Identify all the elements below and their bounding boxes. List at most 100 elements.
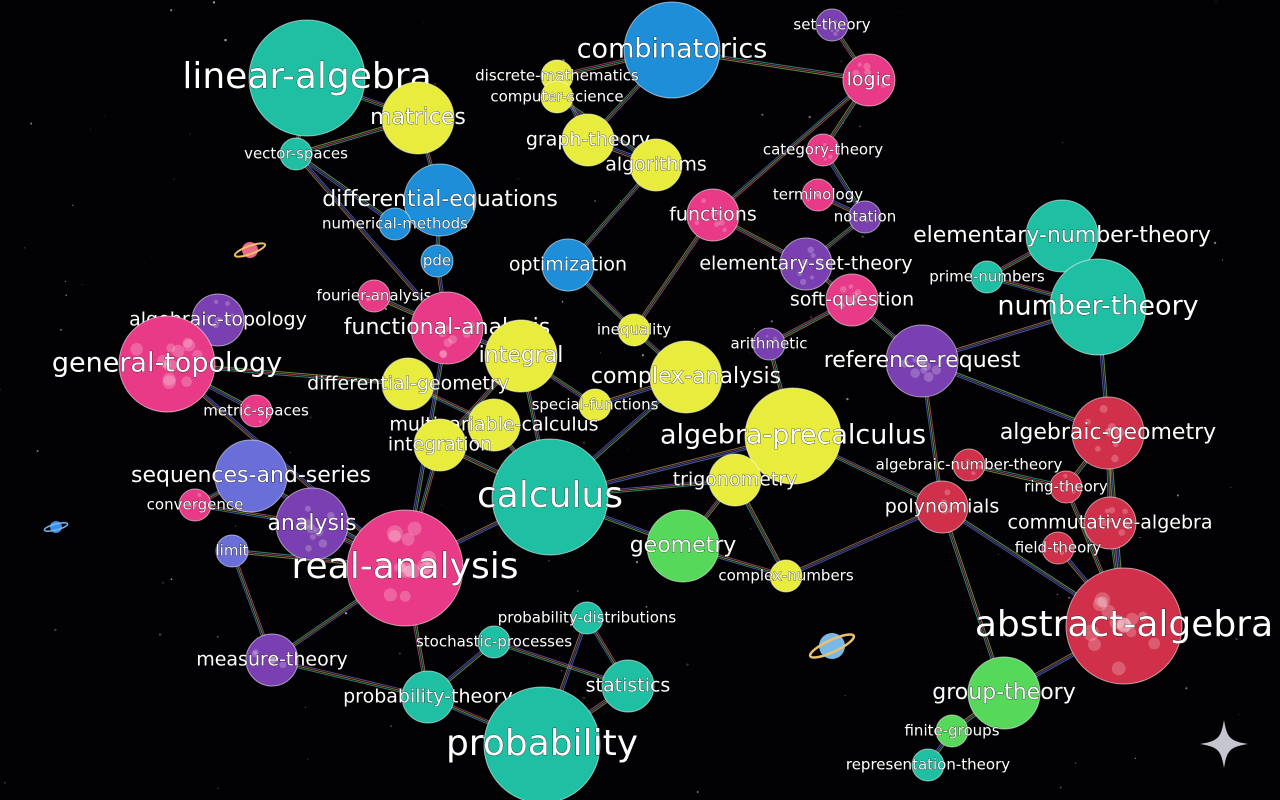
node-algorithms[interactable]: algorithms (605, 138, 707, 192)
node-circle[interactable] (578, 388, 612, 422)
node-circle[interactable] (1065, 567, 1183, 685)
node-set-theory[interactable]: set-theory (793, 8, 871, 42)
node-algebraic-number-theory[interactable]: algebraic-number-theory (875, 448, 1063, 482)
node-trigonometry[interactable]: trigonometry (672, 453, 798, 507)
node-circle[interactable] (1025, 199, 1099, 273)
node-computer-science[interactable]: computer-science (490, 80, 624, 114)
node-circle[interactable] (477, 625, 511, 659)
node-finite-groups[interactable]: finite-groups (904, 714, 1000, 748)
node-circle[interactable] (178, 488, 212, 522)
node-circle[interactable] (248, 19, 366, 137)
node-metric-spaces[interactable]: metric-spaces (203, 394, 309, 428)
node-circle[interactable] (617, 313, 651, 347)
node-circle[interactable] (215, 534, 249, 568)
node-measure-theory[interactable]: measure-theory (196, 633, 348, 687)
node-circle[interactable] (1071, 396, 1145, 470)
node-analysis[interactable]: analysis (267, 487, 357, 561)
node-graph-theory[interactable]: graph-theory (526, 113, 650, 167)
node-statistics[interactable]: statistics (585, 659, 671, 713)
node-circle[interactable] (420, 244, 454, 278)
node-probability[interactable]: probability (446, 686, 638, 800)
node-circle[interactable] (601, 659, 655, 713)
node-circle[interactable] (708, 453, 762, 507)
node-matrices[interactable]: matrices (370, 81, 466, 155)
node-circle[interactable] (491, 438, 609, 556)
node-circle[interactable] (842, 53, 896, 107)
node-real-analysis[interactable]: real-analysis (291, 509, 519, 627)
node-differential-equations[interactable]: differential-equations (322, 163, 558, 237)
node-circle[interactable] (410, 291, 484, 365)
node-special-functions[interactable]: special-functions (531, 388, 659, 422)
node-group-theory[interactable]: group-theory (932, 656, 1076, 730)
node-terminology[interactable]: terminology (773, 178, 864, 212)
node-circle[interactable] (540, 80, 574, 114)
node-inequality[interactable]: inequality (597, 313, 672, 347)
node-circle[interactable] (214, 439, 288, 513)
node-circle[interactable] (1049, 470, 1083, 504)
node-soft-question[interactable]: soft-question (790, 273, 914, 327)
node-number-theory[interactable]: number-theory (997, 258, 1199, 356)
node-abstract-algebra[interactable]: abstract-algebra (975, 567, 1273, 685)
node-combinatorics[interactable]: combinatorics (576, 1, 768, 99)
node-circle[interactable] (570, 601, 604, 635)
node-prime-numbers[interactable]: prime-numbers (929, 260, 1045, 294)
node-fourier-analysis[interactable]: fourier-analysis (316, 279, 432, 313)
node-arithmetic[interactable]: arithmetic (730, 327, 808, 361)
node-circle[interactable] (484, 319, 558, 393)
node-circle[interactable] (952, 448, 986, 482)
node-circle[interactable] (483, 686, 601, 800)
node-circle[interactable] (239, 394, 273, 428)
node-general-topology[interactable]: general-topology (52, 315, 282, 413)
node-category-theory[interactable]: category-theory (763, 133, 884, 167)
node-circle[interactable] (649, 340, 723, 414)
node-optimization[interactable]: optimization (509, 238, 627, 292)
node-circle[interactable] (275, 487, 349, 561)
node-circle[interactable] (815, 8, 849, 42)
node-circle[interactable] (413, 418, 467, 472)
node-reference-request[interactable]: reference-request (823, 324, 1021, 398)
node-functions[interactable]: functions (669, 188, 757, 242)
node-probability-distributions[interactable]: probability-distributions (497, 601, 677, 635)
node-circle[interactable] (885, 324, 959, 398)
node-circle[interactable] (346, 509, 464, 627)
node-integral[interactable]: integral (478, 319, 564, 393)
node-elementary-number-theory[interactable]: elementary-number-theory (913, 199, 1211, 273)
node-elementary-set-theory[interactable]: elementary-set-theory (699, 237, 913, 291)
node-circle[interactable] (381, 357, 435, 411)
node-calculus[interactable]: calculus (477, 438, 623, 556)
node-circle[interactable] (1041, 531, 1075, 565)
node-stochastic-processes[interactable]: stochastic-processes (416, 625, 572, 659)
node-circle[interactable] (541, 238, 595, 292)
node-sequences-and-series[interactable]: sequences-and-series (131, 439, 371, 513)
node-circle[interactable] (967, 656, 1041, 730)
node-circle[interactable] (381, 81, 455, 155)
node-circle[interactable] (935, 714, 969, 748)
node-notation[interactable]: notation (833, 200, 897, 234)
node-circle[interactable] (848, 200, 882, 234)
node-geometry[interactable]: geometry (629, 509, 737, 583)
node-complex-numbers[interactable]: complex-numbers (718, 559, 854, 593)
node-circle[interactable] (1049, 258, 1147, 356)
node-convergence[interactable]: convergence (146, 488, 244, 522)
node-circle[interactable] (915, 480, 969, 534)
node-circle[interactable] (801, 178, 835, 212)
node-integration[interactable]: integration (388, 418, 492, 472)
node-circle[interactable] (118, 315, 216, 413)
node-algebra-precalculus[interactable]: algebra-precalculus (660, 387, 926, 485)
node-circle[interactable] (1083, 496, 1137, 550)
node-complex-analysis[interactable]: complex-analysis (591, 340, 781, 414)
node-representation-theory[interactable]: representation-theory (846, 748, 1011, 782)
node-probability-theory[interactable]: probability-theory (343, 670, 513, 724)
node-circle[interactable] (561, 113, 615, 167)
node-circle[interactable] (378, 207, 412, 241)
node-circle[interactable] (646, 509, 720, 583)
node-circle[interactable] (403, 163, 477, 237)
node-circle[interactable] (686, 188, 740, 242)
node-differential-geometry[interactable]: differential-geometry (307, 357, 509, 411)
node-logic[interactable]: logic (842, 53, 896, 107)
node-vector-spaces[interactable]: vector-spaces (244, 137, 348, 171)
node-circle[interactable] (623, 1, 721, 99)
node-circle[interactable] (467, 398, 521, 452)
node-circle[interactable] (911, 748, 945, 782)
node-limit[interactable]: limit (215, 534, 249, 568)
